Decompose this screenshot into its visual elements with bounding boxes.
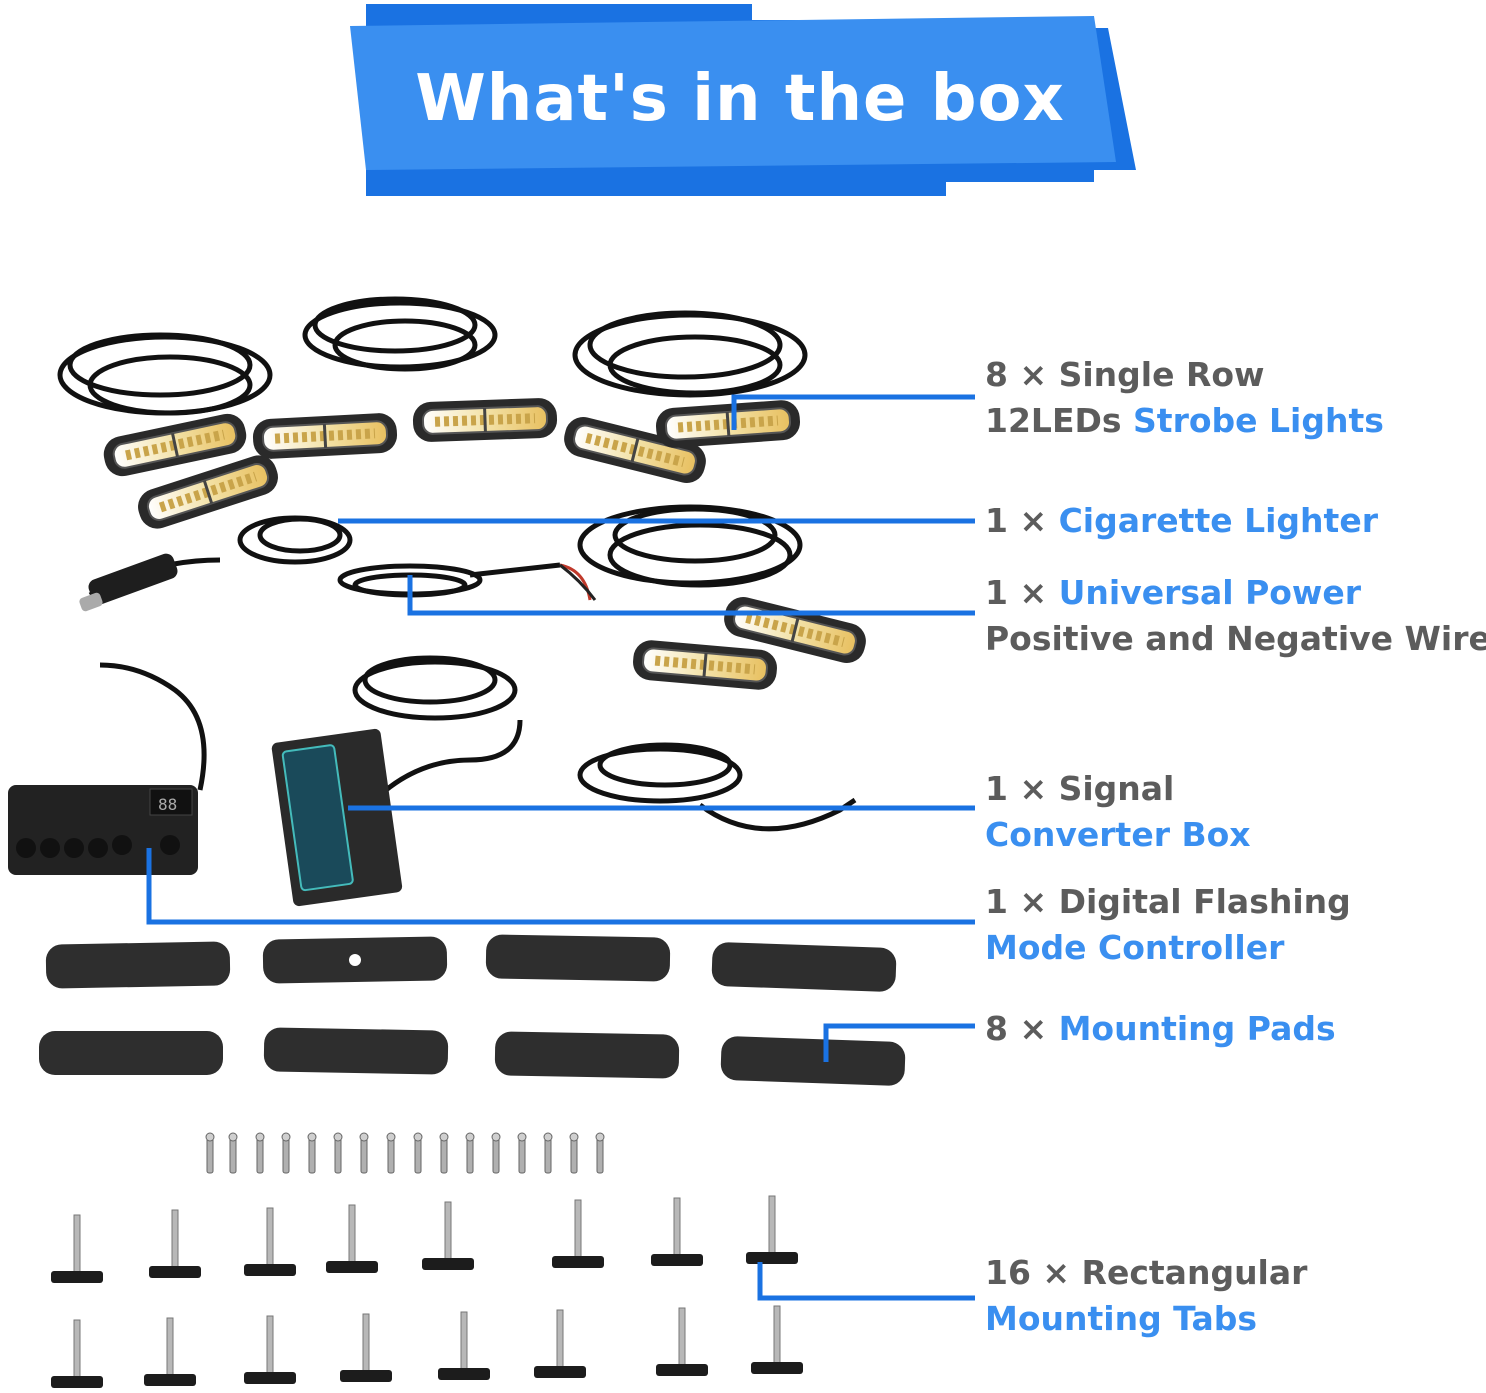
power-wire-prefix: 1 ×	[985, 573, 1059, 612]
mode-controller-label: 1 × Digital Flashing Mode Controller	[985, 879, 1351, 971]
mounting-pads-highlight: Mounting Pads	[1058, 1009, 1336, 1048]
power-wire-line2: Positive and Negative Wire	[985, 619, 1486, 658]
mode-controller: 88	[8, 785, 198, 875]
strobe-lights-label: 8 × Single Row 12LEDs Strobe Lights	[985, 352, 1384, 444]
wire-coils	[57, 296, 857, 832]
signal-converter-line2: Converter Box	[985, 815, 1251, 854]
mounting-pads-label: 8 × Mounting Pads	[985, 1006, 1336, 1052]
power-wire-highlight: Universal Power	[1058, 573, 1362, 612]
signal-converter-box	[271, 728, 403, 907]
mounting-tabs-label: 16 × Rectangular Mounting Tabs	[985, 1250, 1307, 1342]
cigarette-lighter-label: 1 × Cigarette Lighter	[985, 498, 1378, 544]
signal-converter-line1: 1 × Signal	[985, 769, 1175, 808]
mounting-pads	[39, 934, 906, 1087]
strobe-lights-line1: 8 × Single Row	[985, 355, 1265, 394]
strobe-lights-line2: 12LEDs Strobe Lights	[985, 398, 1384, 444]
mode-controller-line1: 1 × Digital Flashing	[985, 882, 1351, 921]
mounting-tabs-line2: Mounting Tabs	[985, 1299, 1257, 1338]
title-banner	[350, 4, 1136, 196]
mounting-pads-prefix: 8 ×	[985, 1009, 1059, 1048]
mounting-tabs	[50, 1195, 804, 1389]
power-wire-line1: 1 × Universal Power	[985, 570, 1486, 616]
mode-controller-line2: Mode Controller	[985, 928, 1285, 967]
signal-converter-label: 1 × Signal Converter Box	[985, 766, 1251, 858]
screws	[205, 1132, 605, 1174]
svg-text:88: 88	[158, 795, 177, 814]
strobe-lights-highlight: Strobe Lights	[1133, 401, 1384, 440]
cigarette-lighter-highlight: Cigarette Lighter	[1058, 501, 1378, 540]
cigarette-plug	[79, 553, 178, 612]
strobe-lights	[100, 397, 869, 691]
power-wire-label: 1 × Universal Power Positive and Negativ…	[985, 570, 1486, 662]
cigarette-lighter-prefix: 1 ×	[985, 501, 1059, 540]
strobe-lights-prefix: 12LEDs	[985, 401, 1134, 440]
banner-title: What's in the box	[415, 62, 1065, 136]
mounting-tabs-line1: 16 × Rectangular	[985, 1253, 1308, 1292]
callout-lines	[146, 394, 975, 1301]
